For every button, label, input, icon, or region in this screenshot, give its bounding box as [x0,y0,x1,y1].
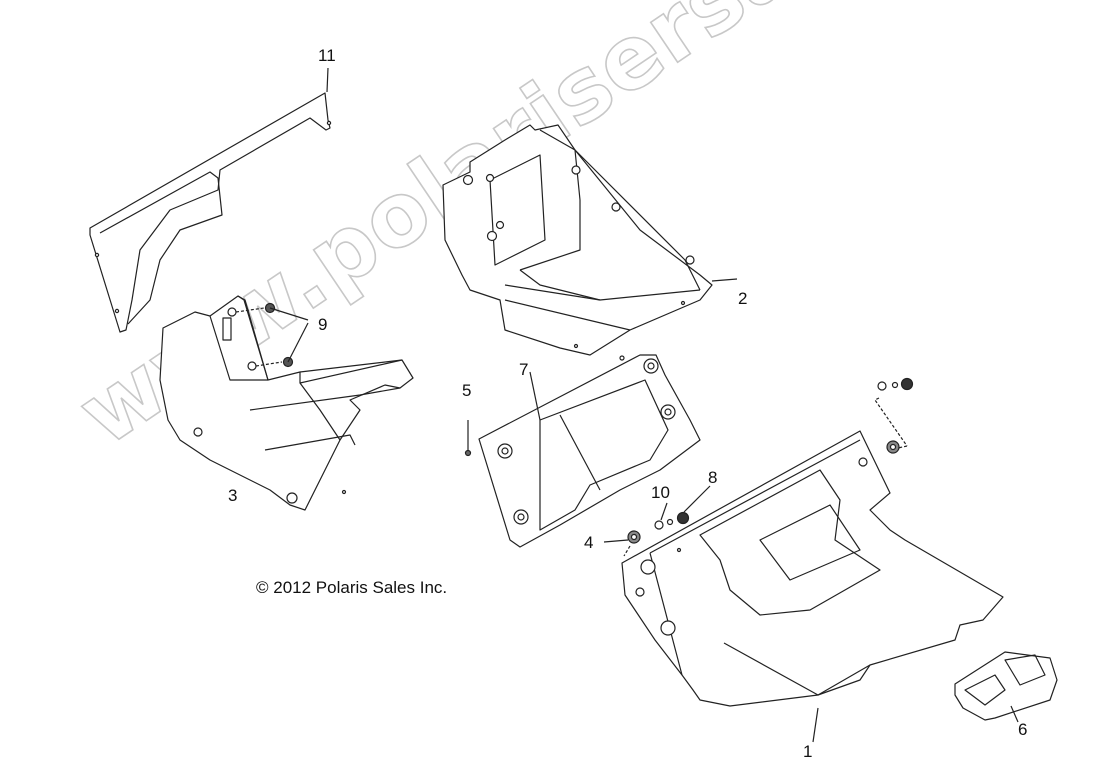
callout-3: 3 [228,486,238,505]
part-6-rubber-pad [954,651,1058,723]
callout-2: 2 [738,289,748,308]
callout-5: 5 [462,381,472,400]
part-11-side-panel [89,67,332,333]
part-7-center-cover [478,354,701,548]
part-4-grommet [603,530,641,557]
callout-9: 9 [318,315,328,334]
part-5-pin [464,420,472,457]
part-8-nut [666,485,711,526]
part-2-right-footwell [442,124,738,356]
callout-7: 7 [519,360,529,379]
part-1-floor-console [621,430,1004,743]
callout-1: 1 [803,742,813,761]
callout-10: 10 [651,483,670,502]
upper-right-fasteners [874,377,914,454]
part-9-screws [235,302,309,368]
callout-6: 6 [1018,720,1028,739]
copyright-text: © 2012 Polaris Sales Inc. [256,578,448,597]
callout-8: 8 [708,468,718,487]
callout-4: 4 [584,533,594,552]
callout-11: 11 [318,46,336,65]
part-10-washer [654,502,668,530]
part-3-left-footwell [159,295,414,511]
